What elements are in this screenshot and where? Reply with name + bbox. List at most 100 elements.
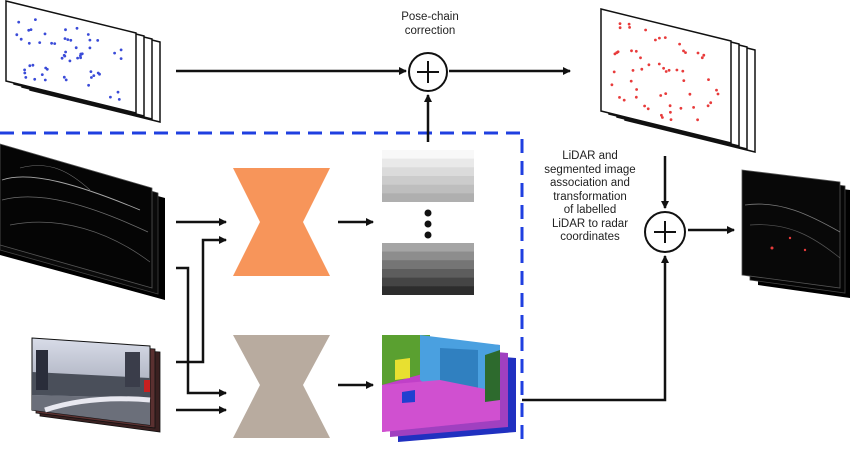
dashed-region-box <box>0 131 524 442</box>
radar-frames-input-stack <box>5 0 161 123</box>
radar-point <box>679 106 683 110</box>
arrow-lidar-branch-down <box>176 266 227 397</box>
depth-band <box>382 269 474 278</box>
radar-point <box>33 77 37 81</box>
radar-point <box>80 52 84 56</box>
radar-point <box>68 59 72 63</box>
radar-point <box>696 51 700 55</box>
radar-point <box>96 71 100 75</box>
depth-band <box>382 167 474 176</box>
radar-point <box>627 22 631 26</box>
radar-point <box>50 41 53 45</box>
radar-point <box>43 78 47 82</box>
camera-image-stack <box>31 337 161 433</box>
radar-frames-corrected-stack <box>600 8 756 153</box>
radar-point <box>631 69 635 72</box>
radar-point <box>663 36 667 39</box>
radar-point <box>647 63 651 67</box>
radar-point <box>109 95 112 99</box>
radar-point <box>64 28 67 32</box>
radar-point <box>688 92 692 96</box>
radar-point <box>634 95 638 99</box>
radar-point <box>69 38 73 42</box>
radar-point <box>681 69 685 73</box>
radar-point <box>34 18 37 21</box>
radar-point <box>618 26 622 30</box>
blue-radar-points <box>15 18 123 101</box>
radar-point <box>635 88 638 91</box>
ellipsis-dots <box>424 209 432 239</box>
radar-point <box>669 118 673 121</box>
radar-point <box>667 68 671 72</box>
radar-point <box>119 48 123 52</box>
red-radar-points <box>610 22 720 122</box>
radar-point <box>96 39 100 42</box>
radar-point <box>678 42 681 46</box>
radar-point <box>658 36 661 40</box>
radar-point <box>19 37 23 41</box>
radar-point <box>634 49 638 53</box>
depth-band <box>382 251 474 261</box>
depth-band <box>382 193 474 202</box>
radar-point <box>706 104 710 108</box>
radar-point <box>675 68 679 72</box>
radar-point <box>79 56 82 60</box>
radar-point <box>75 26 79 30</box>
radar-point <box>119 57 123 60</box>
radar-point <box>700 56 704 60</box>
radar-point <box>24 76 28 79</box>
circle-plus-icon-right <box>644 211 686 253</box>
radar-point <box>31 63 35 67</box>
radar-point <box>90 76 93 79</box>
radar-point <box>53 42 57 45</box>
radar-point <box>682 49 685 53</box>
radar-point <box>62 75 66 79</box>
radar-point <box>27 28 31 32</box>
lidar-association-label: LiDAR and segmented image association an… <box>544 150 636 243</box>
radar-point <box>612 70 616 74</box>
radar-point <box>618 96 621 99</box>
radar-point <box>610 83 614 87</box>
labelled-radar-output-stack <box>741 169 850 298</box>
circle-plus-icon <box>408 52 448 92</box>
radar-point <box>86 33 90 36</box>
radar-point <box>668 104 672 108</box>
radar-point <box>654 38 657 42</box>
radar-point <box>76 56 79 60</box>
radar-point <box>64 78 68 82</box>
radar-point <box>709 101 713 105</box>
pose-chain-label: Pose-chain correction <box>401 11 459 37</box>
radar-point <box>64 50 67 54</box>
radar-point <box>117 98 121 101</box>
radar-point <box>660 113 663 117</box>
depth-network-shape <box>233 168 330 276</box>
radar-point <box>113 51 116 55</box>
radar-point <box>613 52 617 56</box>
depth-band <box>382 150 474 159</box>
radar-point <box>60 56 64 60</box>
radar-point <box>23 71 27 75</box>
radar-point <box>38 41 42 44</box>
radar-point <box>662 66 665 70</box>
radar-point <box>669 110 672 114</box>
depth-band <box>382 176 474 185</box>
radar-point <box>696 118 699 122</box>
radar-point <box>643 104 646 108</box>
depth-band <box>382 286 474 295</box>
depth-output-dark <box>382 243 474 295</box>
depth-band <box>382 277 474 287</box>
radar-point <box>116 90 120 94</box>
radar-point <box>40 73 44 76</box>
radar-point <box>682 79 686 82</box>
radar-point <box>15 33 19 37</box>
radar-point <box>702 53 706 57</box>
radar-point <box>66 38 70 41</box>
radar-point <box>659 94 663 97</box>
radar-point <box>684 51 687 54</box>
radar-point <box>28 64 32 68</box>
radar-point <box>63 37 67 40</box>
lidar-input-stack <box>0 143 165 300</box>
radar-point <box>715 88 718 92</box>
segmentation-output-stack <box>382 335 516 442</box>
